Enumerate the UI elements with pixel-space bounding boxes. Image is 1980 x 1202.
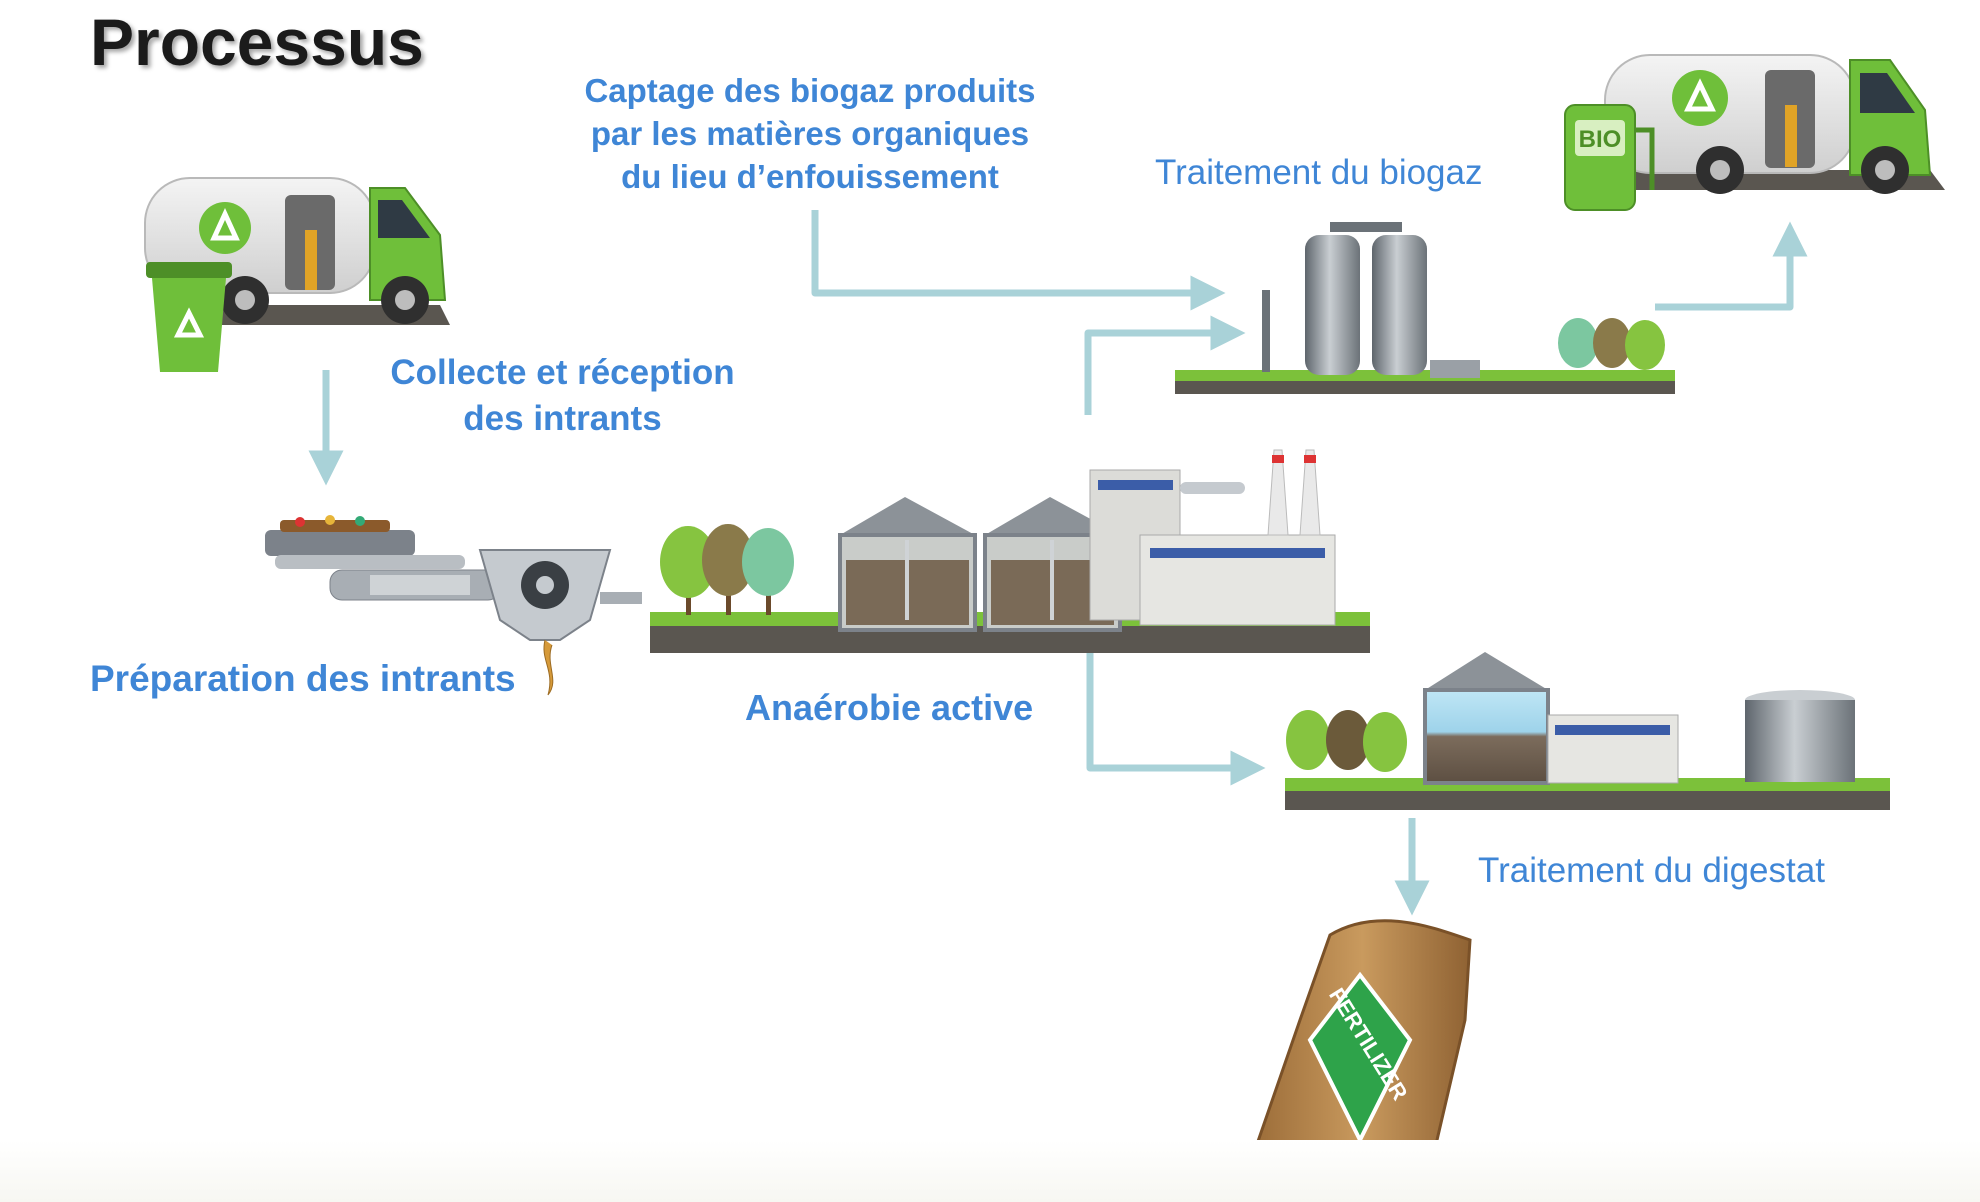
arrow-digester-to-digestat	[1086, 640, 1266, 786]
digestate-treatment-plant	[1285, 652, 1890, 810]
label-captage-line-2: par les matières organiques	[590, 114, 1030, 152]
page-title: Processus	[90, 5, 424, 79]
label-collecte-line-1: Collecte et réception	[390, 353, 735, 392]
recycle-icon	[199, 202, 251, 254]
storage-silo	[1745, 690, 1855, 782]
recycle-bin	[146, 262, 232, 372]
preparation-machine	[265, 515, 642, 696]
factory-building	[1089, 449, 1336, 626]
arrow-treatment-to-bio-truck	[1655, 221, 1808, 311]
digestate-tank	[1423, 652, 1550, 785]
bottom-fade	[0, 1140, 1980, 1202]
label-captage-line-3: du lieu d’enfouissement	[621, 157, 999, 195]
recycle-bin-icon	[173, 307, 205, 338]
label-traitement-digestat: Traitement du digestat	[1478, 851, 1825, 890]
bio-pump-label: BIO	[1579, 126, 1622, 153]
label-anaerobie: Anaérobie active	[745, 687, 1034, 728]
recycle-icon-2	[1672, 70, 1728, 126]
digestion-plant	[650, 449, 1370, 653]
arrow-captage-to-treatment	[811, 210, 1226, 311]
bio-fuel-pump: BIO	[1564, 104, 1655, 211]
label-collecte-line-2: des intrants	[463, 398, 662, 438]
flow-arrows	[308, 210, 1808, 916]
trees-right	[1558, 318, 1665, 370]
fertilizer-bag: FERTILIZER	[1253, 919, 1472, 1177]
bio-fuel-truck: BIO	[1564, 54, 1945, 211]
label-traitement-biogaz: Traitement du biogaz	[1155, 153, 1483, 192]
label-captage-biogaz: Captage des biogaz produits par les mati…	[540, 70, 1080, 199]
digester-tank-1	[838, 497, 977, 632]
trees-digestat	[1286, 710, 1407, 772]
label-collecte: Collecte et réception des intrants	[370, 350, 755, 441]
collection-truck	[144, 177, 450, 372]
trees-left	[660, 524, 794, 615]
label-captage-line-1: Captage des biogaz produits	[584, 72, 1036, 109]
biogas-treatment-plant	[1175, 222, 1675, 394]
gear-icon	[521, 561, 569, 609]
arrow-digester-to-treatment	[1084, 315, 1246, 415]
label-preparation: Préparation des intrants	[90, 658, 516, 699]
